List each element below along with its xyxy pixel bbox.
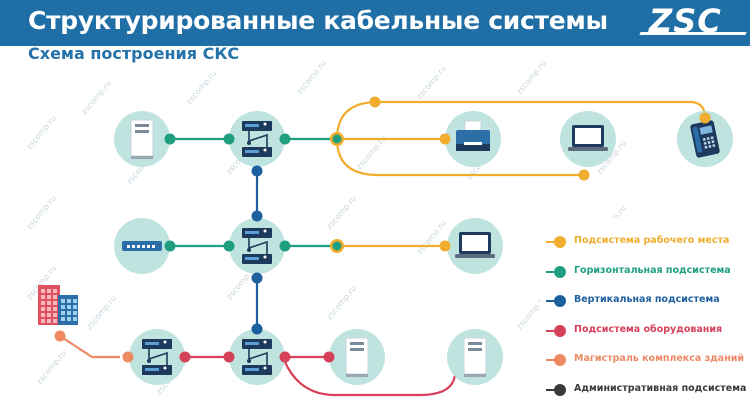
server-icon <box>345 337 369 377</box>
connector-dot <box>330 132 344 146</box>
legend-label: Административная подсистема <box>574 382 747 394</box>
legend-line <box>546 300 554 302</box>
connector-dot <box>223 133 235 145</box>
rack-node-bottom-left <box>129 329 185 385</box>
connector-dot <box>699 112 711 124</box>
connector-dot <box>179 351 191 363</box>
connector-dot <box>164 240 176 252</box>
legend-label: Подсистема рабочего места <box>574 235 730 246</box>
legend-dot <box>554 236 566 248</box>
legend-line <box>546 329 554 332</box>
connector-dot <box>439 133 451 145</box>
page-subtitle: Схема построения СКС <box>28 44 240 63</box>
laptop-icon <box>455 232 495 258</box>
laptop-node-mid <box>447 218 503 274</box>
connector-dot <box>279 240 291 252</box>
laptop-icon <box>568 125 608 151</box>
connector-dot <box>330 239 344 253</box>
watermark-text: zscomp.ru <box>85 294 119 332</box>
legend-line <box>546 270 554 273</box>
connection-dots <box>54 96 711 363</box>
laptop-node-top <box>560 111 616 167</box>
connector-dot <box>251 323 263 335</box>
server-node-bottom-2 <box>447 329 503 385</box>
connection-lines <box>59 100 707 397</box>
watermark-text: zscomp.ru <box>185 69 219 107</box>
phone-node <box>677 111 733 167</box>
connector-dot <box>122 351 134 363</box>
switch-node <box>114 218 170 274</box>
connector-dot <box>578 169 590 181</box>
watermark-text: zscomp.ru <box>295 59 329 97</box>
phone-icon <box>690 120 720 158</box>
rack-icon <box>142 339 172 375</box>
workplace-line-upper <box>335 100 707 140</box>
legend-label: Подсистема оборудования <box>574 323 723 335</box>
server-icon <box>463 337 487 377</box>
equipment-line-server2 <box>283 361 457 397</box>
connector-dot <box>279 133 291 145</box>
rack-node-mid <box>229 218 285 274</box>
legend-dot <box>554 383 566 396</box>
logo-area <box>622 0 750 46</box>
server-icon <box>130 119 154 159</box>
rack-node-bottom <box>229 329 285 385</box>
legend-label: Вертикальная подсистема <box>574 294 720 305</box>
watermark-text: zscomp.ru <box>35 349 69 387</box>
connector-dot <box>439 240 451 252</box>
printer-icon <box>456 120 490 151</box>
legend-dot <box>554 265 566 278</box>
watermark-text: zscomp.ru <box>80 79 114 117</box>
connector-dot <box>251 210 263 222</box>
connector-dot <box>323 351 335 363</box>
connector-dot <box>251 272 263 284</box>
legend-line <box>546 388 554 391</box>
page-title: Структурированные кабельные системы <box>28 6 608 35</box>
device-nodes <box>38 111 733 385</box>
connector-dot <box>223 240 235 252</box>
connector-dot <box>279 351 291 363</box>
legend-line <box>546 241 554 243</box>
connector-dot <box>251 165 263 177</box>
watermark-text: zscomp.ru <box>515 59 549 97</box>
legend-dot <box>554 324 566 337</box>
watermark-text: zscomp.ru <box>25 194 59 232</box>
building-node <box>38 285 78 325</box>
connector-dot <box>369 96 381 108</box>
rack-icon <box>242 228 272 264</box>
rack-icon <box>242 121 272 157</box>
server-node-top <box>114 111 170 167</box>
watermark-text: zscomp.ru <box>415 64 449 102</box>
connector-dot <box>223 351 235 363</box>
connector-dot <box>164 133 176 145</box>
legend-dot <box>554 354 566 366</box>
printer-node <box>445 111 501 167</box>
switch-icon <box>122 241 162 251</box>
legend-line <box>546 359 554 361</box>
rack-icon <box>242 339 272 375</box>
watermark-text: zscomp.ru <box>325 284 359 322</box>
workplace-line-lower <box>335 138 584 177</box>
watermark-text: zscomp.ru <box>25 114 59 152</box>
connector-dot <box>54 330 66 342</box>
legend-label: Горизонтальная подсистема <box>574 264 731 276</box>
campus-line <box>59 335 120 359</box>
legend-label: Магистраль комплекса зданий <box>574 353 745 364</box>
rack-node-top <box>229 111 285 167</box>
watermark-text: zscomp.ru <box>325 194 359 232</box>
legend-dot <box>554 295 566 307</box>
server-node-bottom-1 <box>329 329 385 385</box>
